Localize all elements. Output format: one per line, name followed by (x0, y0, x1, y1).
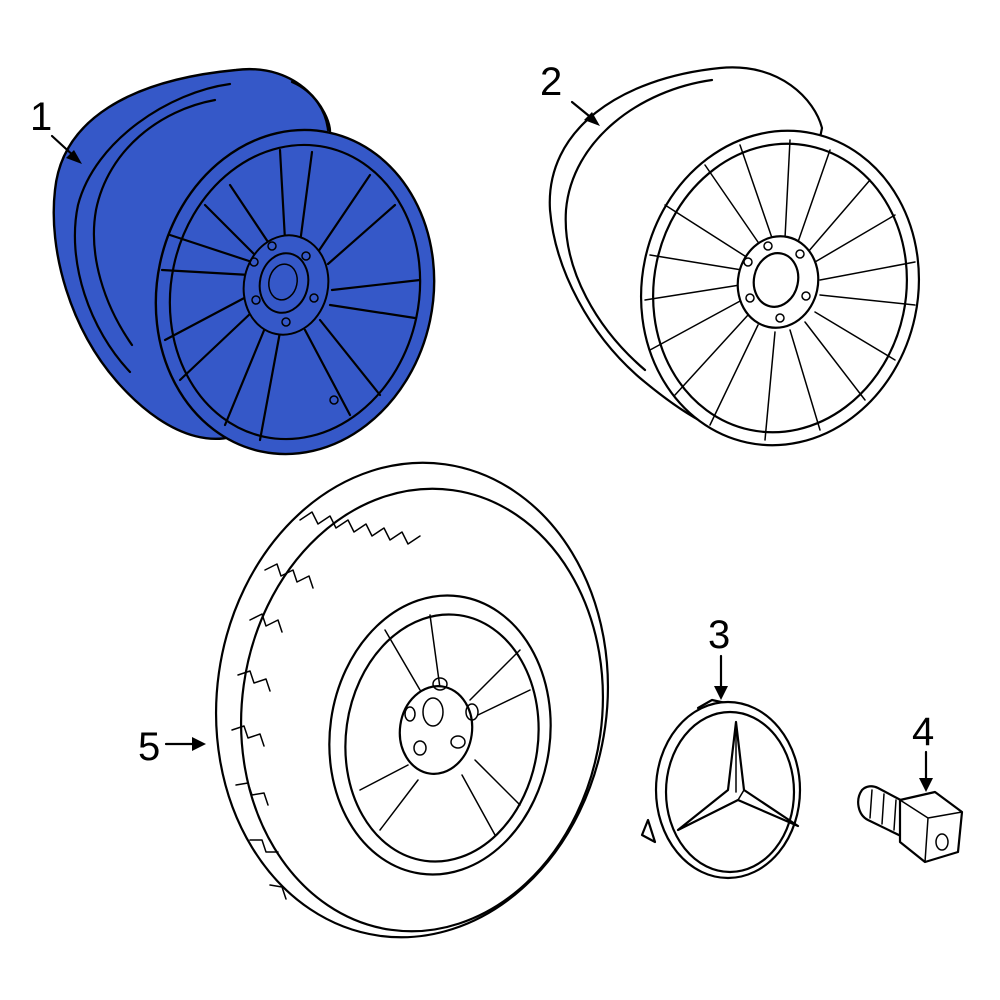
callout-number-5: 5 (138, 725, 160, 769)
callout-number-3: 3 (708, 613, 730, 657)
part-4-lug-bolt[interactable] (857, 785, 964, 864)
part-1-wheel[interactable] (52, 67, 464, 480)
callout-5[interactable]: 5 (138, 725, 206, 769)
arrowhead-1 (66, 150, 82, 164)
part-2-wheel[interactable] (548, 66, 948, 471)
callout-3[interactable]: 3 (708, 613, 730, 700)
callout-number-1: 1 (30, 95, 52, 139)
callout-4[interactable]: 4 (912, 710, 934, 792)
callout-number-2: 2 (540, 60, 562, 104)
arrowhead-5 (192, 737, 206, 751)
arrowhead-2 (584, 112, 600, 126)
callout-2[interactable]: 2 (540, 60, 600, 126)
part-3-center-cap[interactable] (640, 698, 802, 880)
arrowhead-4 (919, 778, 933, 792)
callout-number-4: 4 (912, 710, 934, 754)
callout-1[interactable]: 1 (30, 95, 82, 164)
arrowhead-3 (714, 686, 728, 700)
part-5-tire-assembly[interactable] (186, 437, 638, 963)
